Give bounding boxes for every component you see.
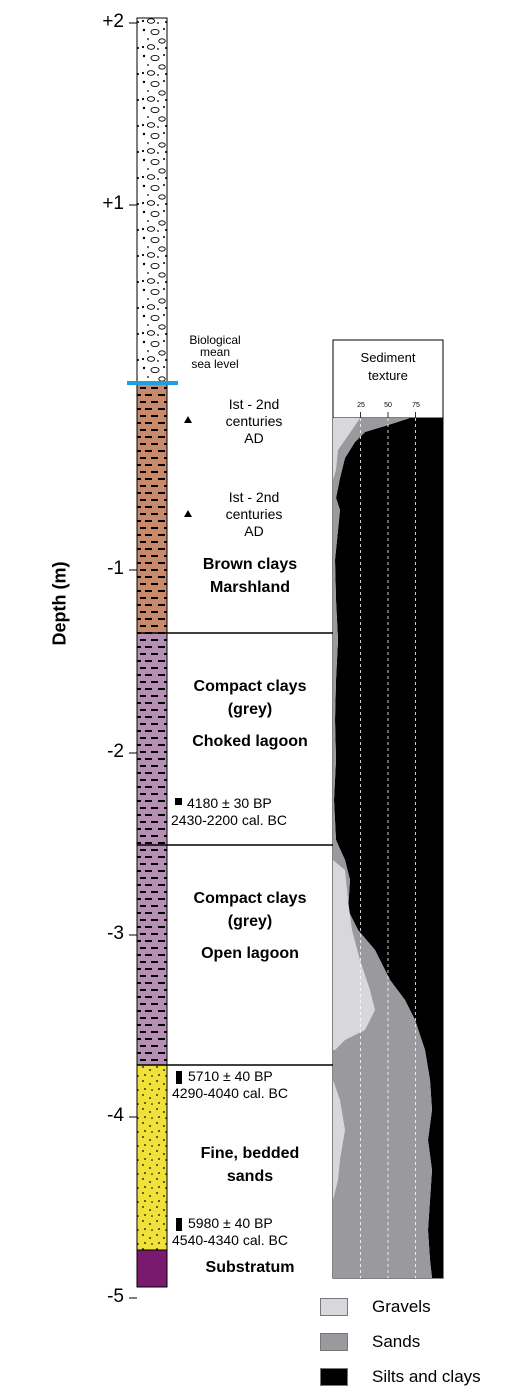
depth-tick-label: -1 [107, 558, 124, 579]
texture-header-box [332, 339, 444, 419]
legend-swatch [320, 1333, 348, 1351]
texture-sands-area [333, 418, 432, 1278]
texture-guide-lines [360, 418, 416, 1278]
depth-axis-ticks [129, 22, 137, 1299]
unit-label-substratum: Substratum [205, 1259, 295, 1276]
texture-silts-clays-area [334, 418, 443, 1278]
radiocarbon-date: 5710 ± 40 BP 4290-4040 cal. BC [172, 1068, 288, 1101]
layer-fine-sands [136, 1064, 168, 1251]
unit-label-brown-clays: Brown clays Marshland [202, 556, 298, 596]
depth-tick-label: -2 [107, 741, 124, 762]
date-marker [176, 1218, 182, 1231]
layer-brown-clays [136, 382, 168, 634]
sea-level-label: Biological mean sea level [189, 333, 241, 371]
depth-tick-label: +2 [102, 11, 124, 32]
layer-compact-clays-open [136, 844, 168, 1066]
date-marker [176, 1071, 182, 1084]
age-marker-label: Ist - 2nd centuries AD [225, 396, 283, 446]
unit-label-fine-sands: Fine, bedded sands [200, 1145, 300, 1185]
texture-title: Sediment texture [360, 350, 416, 383]
texture-tick-label: 75 [412, 402, 420, 409]
depth-axis-title: Depth (m) [49, 561, 70, 646]
radiocarbon-date: 4180 ± 30 BP 2430-2200 cal. BC [171, 795, 287, 828]
depth-tick-label: -4 [107, 1105, 124, 1126]
texture-gravels-area [333, 860, 375, 1050]
texture-tick-label: 50 [384, 402, 392, 409]
age-marker-label: Ist - 2nd centuries AD [225, 489, 283, 539]
depth-tick-label: -3 [107, 923, 124, 944]
legend-label: Gravels [372, 1297, 431, 1316]
texture-tick-label: 25 [357, 402, 365, 409]
depth-tick-label: +1 [102, 193, 124, 214]
layer-gravel [136, 17, 168, 384]
texture-guide-ticks [360, 412, 416, 418]
depth-tick-label: -5 [107, 1286, 124, 1307]
layer-compact-clays-choked [136, 632, 168, 846]
unit-label-choked-lagoon: Compact clays (grey) Choked lagoon [192, 678, 308, 750]
legend-swatch [320, 1298, 348, 1316]
texture-gravels-area [333, 418, 360, 480]
layer-substratum [136, 1249, 168, 1288]
age-marker-triangle [184, 416, 192, 423]
texture-gravels-area [333, 1080, 345, 1200]
date-marker [175, 798, 182, 805]
radiocarbon-date: 5980 ± 40 BP 4540-4340 cal. BC [172, 1215, 288, 1248]
age-marker-triangle [184, 510, 192, 517]
legend-swatch [320, 1368, 348, 1386]
legend-label: Silts and clays [372, 1367, 481, 1386]
unit-label-open-lagoon: Compact clays (grey) Open lagoon [193, 890, 307, 962]
legend-label: Sands [372, 1332, 421, 1351]
